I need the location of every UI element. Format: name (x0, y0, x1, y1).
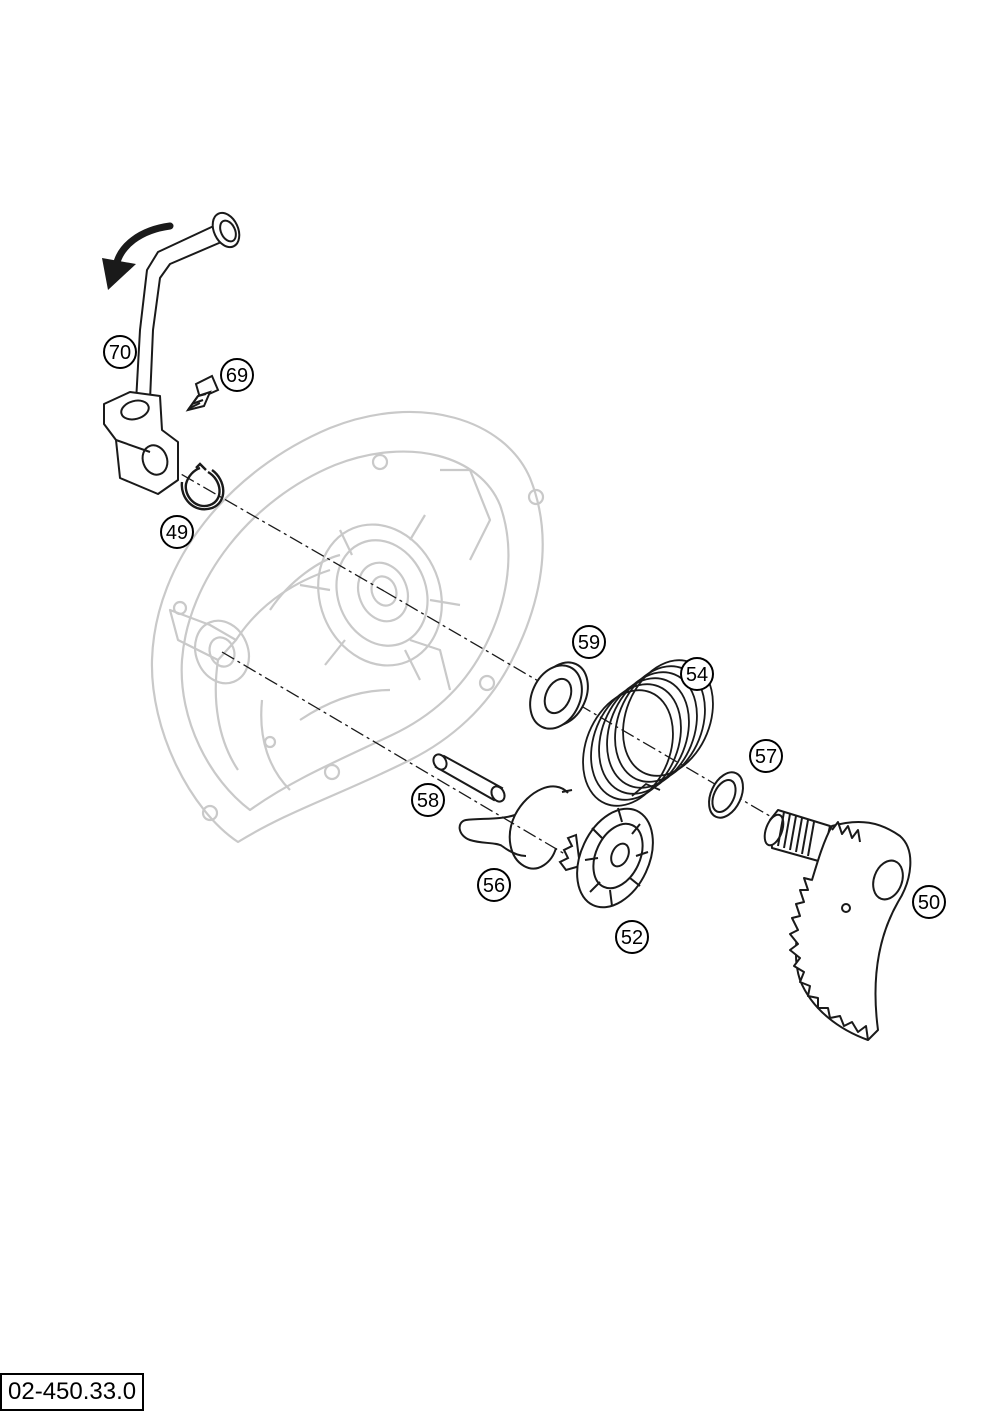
callout-57: 57 (749, 739, 783, 773)
kick-starter-lever (103, 211, 241, 495)
callout-59-label: 59 (578, 632, 600, 654)
callout-49: 49 (160, 515, 194, 549)
callout-59: 59 (572, 625, 606, 659)
callout-50-label: 50 (918, 892, 940, 914)
callout-69-label: 69 (226, 365, 248, 387)
callout-58: 58 (411, 783, 445, 817)
kickstart-gear (558, 807, 654, 909)
callout-69: 69 (220, 358, 254, 392)
small-washer (708, 771, 744, 819)
callout-56: 56 (477, 868, 511, 902)
guide-pin (432, 753, 506, 803)
thrust-washer (529, 661, 589, 730)
spring-clip (458, 785, 573, 870)
callout-50: 50 (912, 885, 946, 919)
callout-58-label: 58 (417, 790, 439, 812)
callout-70-label: 70 (109, 342, 131, 364)
rotation-direction-arrow (102, 222, 174, 290)
callout-56-label: 56 (483, 875, 505, 897)
kickstart-shaft (763, 809, 912, 1041)
clamp-bolt (185, 374, 220, 412)
circlip (180, 462, 225, 511)
callout-70: 70 (103, 335, 137, 369)
callout-54-label: 54 (686, 664, 708, 686)
callout-52: 52 (615, 920, 649, 954)
engine-cover-housing (150, 410, 545, 844)
callout-54: 54 (680, 657, 714, 691)
callout-52-label: 52 (621, 927, 643, 949)
drawing-reference-number: 02-450.33.0 (0, 1373, 145, 1411)
callout-57-label: 57 (755, 746, 777, 768)
callout-49-label: 49 (166, 522, 188, 544)
